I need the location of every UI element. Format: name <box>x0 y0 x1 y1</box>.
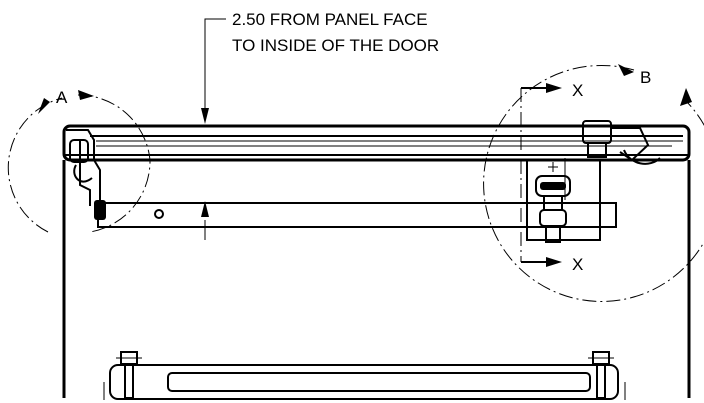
detail-circle-b: B <box>483 64 704 302</box>
section-label-bottom: X <box>572 255 583 274</box>
detail-b-arrow-icon <box>618 64 634 76</box>
right-latch <box>526 120 661 243</box>
section-label-top: X <box>572 81 583 100</box>
dimension-note: 2.50 FROM PANEL FACE TO INSIDE OF THE DO… <box>201 10 439 240</box>
detail-a-label: A <box>56 88 68 107</box>
dimension-arrow-down-icon <box>201 108 209 124</box>
detail-b-arrow-2-icon <box>680 88 692 106</box>
detail-b-label: B <box>640 68 651 87</box>
section-arrow-bottom-icon <box>546 257 562 267</box>
bottom-hardware <box>103 351 626 400</box>
mounting-hole-icon <box>154 209 164 219</box>
dimension-note-line2: TO INSIDE OF THE DOOR <box>232 36 439 55</box>
detail-a-arrow-2-icon <box>38 98 50 114</box>
section-line: X X <box>520 81 583 274</box>
section-arrow-top-icon <box>546 83 562 93</box>
mounting-panel-rail <box>94 202 617 228</box>
detail-circle-a: A <box>7 88 151 233</box>
door-rail <box>62 124 691 162</box>
detail-a-arrow-icon <box>78 90 94 100</box>
left-hinge <box>66 129 106 220</box>
enclosure-body <box>62 154 691 398</box>
dimension-leader-line <box>204 18 226 108</box>
dimension-arrow-up-icon <box>201 201 209 217</box>
dimension-note-line1: 2.50 FROM PANEL FACE <box>232 10 428 29</box>
